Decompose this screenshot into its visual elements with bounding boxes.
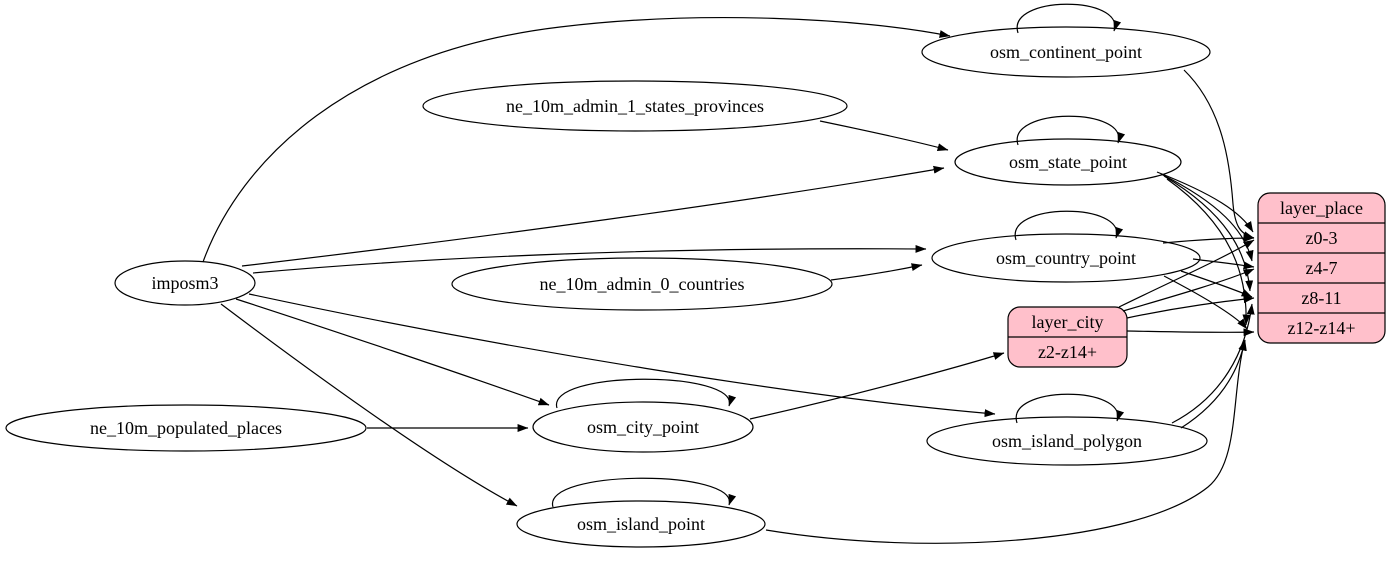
edge-osm_state_point-to-layer_place:z12-z14+	[1166, 178, 1251, 326]
node-osm_state_point: osm_state_point	[954, 138, 1182, 186]
edge-osm_country_point-to-layer_place:z0-3	[1162, 234, 1255, 244]
layer_place-row-z12-z14+: z12-z14+	[1287, 318, 1355, 338]
edge-layer_city-to-layer_place:z12-z14+	[1126, 328, 1255, 337]
node-osm_continent_point: osm_continent_point	[921, 26, 1211, 78]
self-loop-osm_continent_point	[1016, 3, 1122, 34]
node-ne_10m_admin_1_states_provinces: ne_10m_admin_1_states_provinces	[422, 80, 848, 132]
edge-layer_city-to-layer_place:z4-7	[1122, 268, 1255, 312]
edge-layer_city-to-layer_place:z0-3	[1118, 239, 1255, 308]
self-loop-osm_country_point	[1014, 210, 1124, 241]
node-osm_island_point-shape	[516, 500, 766, 548]
node-osm_continent_point-shape	[921, 26, 1211, 78]
layer_city-row-layer_city: layer_city	[1032, 312, 1104, 332]
edge-osm_city_point-to-layer_city:z2-z14+	[749, 352, 1005, 420]
node-osm_country_point: osm_country_point	[931, 233, 1201, 283]
edges-layer	[202, 3, 1255, 544]
node-imposm3: imposm3	[114, 260, 256, 306]
edge-osm_state_point-to-layer_place:z4-7	[1160, 173, 1254, 262]
edge-osm_continent_point-to-layer_place:z0-3	[1183, 69, 1255, 239]
edge-osm_country_point-to-layer_place:z8-11	[1180, 270, 1253, 298]
node-osm_state_point-label: osm_state_point	[1009, 152, 1127, 172]
edge-layer_city-to-layer_place:z8-11	[1126, 295, 1255, 319]
layer_place-row-z4-7: z4-7	[1306, 258, 1338, 278]
edge-osm_state_point-to-layer_place:z0-3	[1156, 171, 1254, 233]
edge-osm_island_polygon-to-layer_place:z8-11	[1171, 303, 1255, 424]
node-imposm3-label: imposm3	[151, 273, 218, 293]
edge-imposm3-to-osm_island_point	[220, 303, 518, 507]
node-osm_country_point-label: osm_country_point	[996, 248, 1136, 268]
record-layer_place-shape	[1257, 192, 1386, 344]
self-loop-osm_island_polygon	[1015, 393, 1125, 424]
edge-osm_island_polygon-to-layer_place:z12-z14+	[1180, 339, 1247, 429]
node-ne_10m_admin_0_countries: ne_10m_admin_0_countries	[451, 257, 833, 311]
node-ne_10m_populated_places: ne_10m_populated_places	[5, 404, 367, 452]
layer_place-row-layer_place: layer_place	[1280, 198, 1363, 218]
node-ne_10m_admin_0_countries-shape	[451, 257, 833, 311]
node-ne_10m_admin_0_countries-label: ne_10m_admin_0_countries	[540, 274, 745, 294]
node-ne_10m_populated_places-label: ne_10m_populated_places	[90, 418, 282, 438]
node-ne_10m_admin_1_states_provinces-shape	[422, 80, 848, 132]
edge-osm_state_point-to-layer_place:z8-11	[1163, 175, 1254, 292]
node-osm_island_polygon: osm_island_polygon	[926, 416, 1208, 466]
edge-imposm3-to-osm_country_point	[252, 244, 927, 274]
record-layer_place: layer_place z0-3 z4-7 z8-11 z12-z14+	[1257, 192, 1386, 344]
edge-osm_country_point-to-layer_place:z12-z14+	[1163, 275, 1248, 330]
node-osm_city_point-shape	[532, 401, 754, 453]
layer_city-row-z2-z14+: z2-z14+	[1038, 342, 1097, 362]
edge-imposm3-to-osm_state_point	[241, 165, 945, 267]
edge-imposm3-to-osm_continent_point	[202, 17, 951, 263]
edge-ne_10m_admin_1_states_provinces-to-osm_state_point	[819, 120, 949, 152]
nodes-layer: imposm3 ne_10m_admin_1_states_provincesne…	[5, 26, 1386, 548]
self-loop-osm_city_point	[556, 378, 737, 409]
node-osm_state_point-shape	[954, 138, 1182, 186]
node-osm_island_point: osm_island_point	[516, 500, 766, 548]
layer_place-row-z0-3: z0-3	[1306, 228, 1338, 248]
node-osm_island_point-label: osm_island_point	[577, 514, 705, 534]
node-imposm3-shape	[114, 260, 256, 306]
self-loop-osm_state_point	[1016, 115, 1126, 146]
node-osm_city_point: osm_city_point	[532, 401, 754, 453]
edge-osm_island_point-to-layer_place:z12-z14+	[765, 339, 1247, 544]
node-osm_continent_point-label: osm_continent_point	[990, 42, 1142, 62]
node-osm_island_polygon-label: osm_island_polygon	[992, 431, 1142, 451]
node-osm_country_point-shape	[931, 233, 1201, 283]
edge-imposm3-to-osm_island_polygon	[248, 293, 996, 418]
node-osm_island_polygon-shape	[926, 416, 1208, 466]
self-loop-osm_island_point	[552, 477, 737, 508]
node-ne_10m_populated_places-shape	[5, 404, 367, 452]
edge-imposm3-to-osm_city_point	[235, 298, 550, 406]
edge-ne_10m_admin_0_countries-to-osm_country_point	[830, 263, 923, 281]
node-ne_10m_admin_1_states_provinces-label: ne_10m_admin_1_states_provinces	[506, 96, 764, 116]
record-layer_city: layer_city z2-z14+	[1007, 306, 1128, 368]
edge-osm_country_point-to-layer_place:z4-7	[1192, 258, 1255, 270]
node-osm_city_point-label: osm_city_point	[587, 417, 699, 437]
layer_place-row-z8-11: z8-11	[1301, 288, 1341, 308]
